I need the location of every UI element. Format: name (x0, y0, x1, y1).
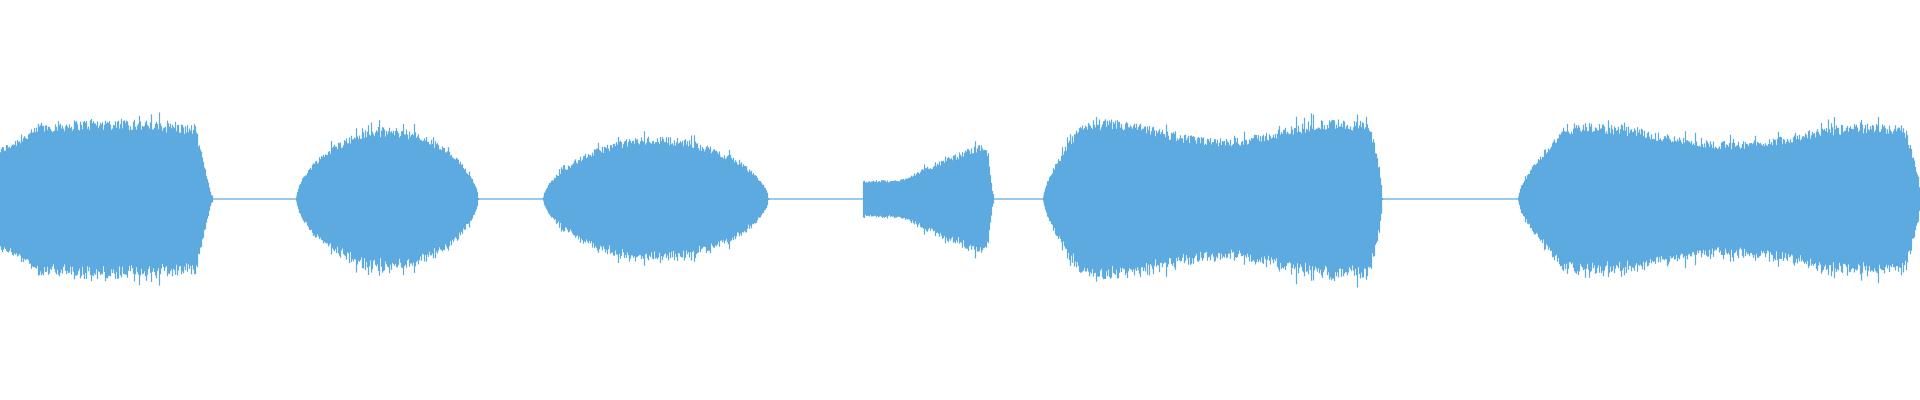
waveform-core (0, 133, 210, 265)
waveform-segment (542, 131, 770, 266)
waveform-core (296, 140, 476, 258)
waveform-core (543, 147, 768, 251)
waveform-segment (1042, 113, 1384, 288)
waveform-core (1518, 136, 1920, 262)
waveform-segment (0, 112, 214, 286)
waveform-core (863, 154, 992, 244)
waveform-segment (295, 120, 480, 276)
waveform-segment (1517, 117, 1920, 284)
waveform-segment (862, 141, 995, 259)
waveform-core (1043, 133, 1382, 265)
